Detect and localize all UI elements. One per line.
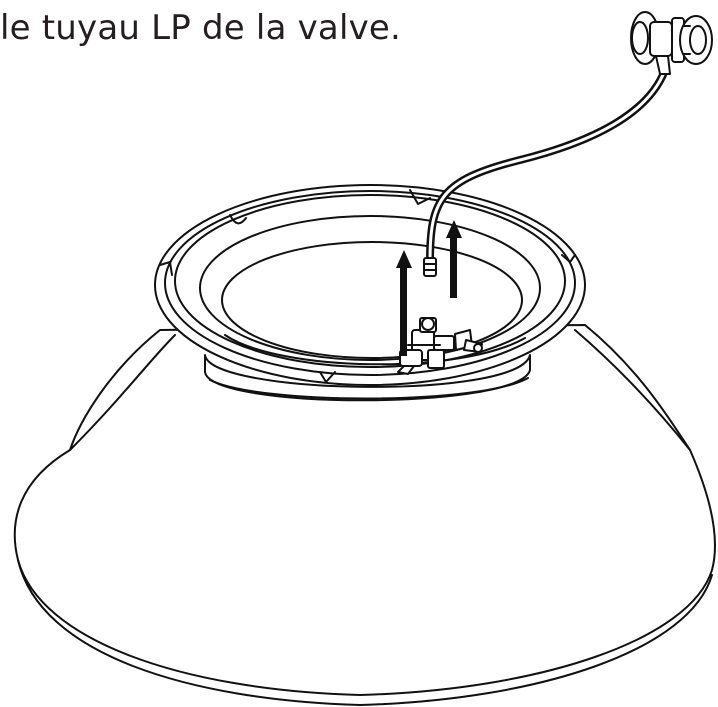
neck-collar bbox=[204, 354, 531, 402]
outer-rim bbox=[154, 184, 586, 386]
inner-basin bbox=[199, 215, 541, 366]
dome-shoulder-line bbox=[69, 334, 176, 451]
direction-arrow-icon bbox=[396, 220, 462, 356]
dome-bottom-rim bbox=[17, 559, 713, 706]
dome-base bbox=[13, 324, 717, 706]
dome-outer-shell bbox=[13, 324, 717, 696]
lp-regulator-icon bbox=[630, 11, 713, 75]
dome-shoulder-line-right bbox=[574, 329, 691, 451]
instruction-caption: le tuyau LP de la valve. bbox=[0, 8, 402, 48]
lp-hose-icon bbox=[423, 66, 669, 277]
